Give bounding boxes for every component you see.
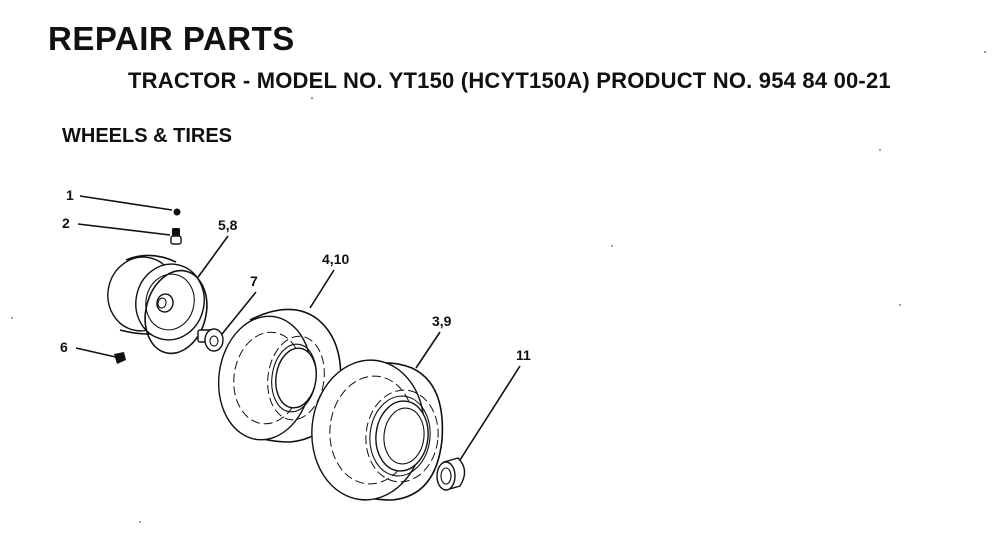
leader-6 [75, 347, 121, 359]
section-title: WHEELS & TIRES [62, 125, 233, 147]
part-6-screw [114, 352, 126, 364]
part-4-10-tire [217, 308, 342, 443]
callout-6: 6 [60, 339, 68, 355]
scan-speckles [11, 51, 986, 523]
leader-5-8 [195, 235, 229, 281]
wheel-rim [107, 254, 205, 341]
part-5-8-ring [144, 269, 208, 355]
page-subtitle: TRACTOR - MODEL NO. YT150 (HCYT150A) PRO… [128, 68, 891, 93]
callout-1: 1 [66, 187, 74, 203]
leader-4-10 [309, 269, 335, 309]
leader-lines [75, 195, 521, 461]
callout-2: 2 [62, 215, 70, 231]
part-11-spacer [436, 457, 466, 491]
part-7-bushing [197, 328, 224, 352]
leader-2 [77, 223, 171, 236]
part-3-9-tire [311, 359, 444, 501]
leader-11 [459, 365, 521, 461]
callout-3-9: 3,9 [432, 313, 452, 329]
part-1-valve-cap [173, 208, 181, 216]
leader-7 [221, 291, 257, 335]
callout-11: 11 [516, 347, 531, 363]
leader-3-9 [415, 331, 441, 369]
part-2-valve-stem [170, 228, 182, 245]
leader-1 [79, 195, 173, 211]
callout-7: 7 [250, 273, 258, 289]
page-title: REPAIR PARTS [48, 20, 295, 57]
callout-4-10: 4,10 [322, 251, 349, 267]
callout-5-8: 5,8 [218, 217, 238, 233]
